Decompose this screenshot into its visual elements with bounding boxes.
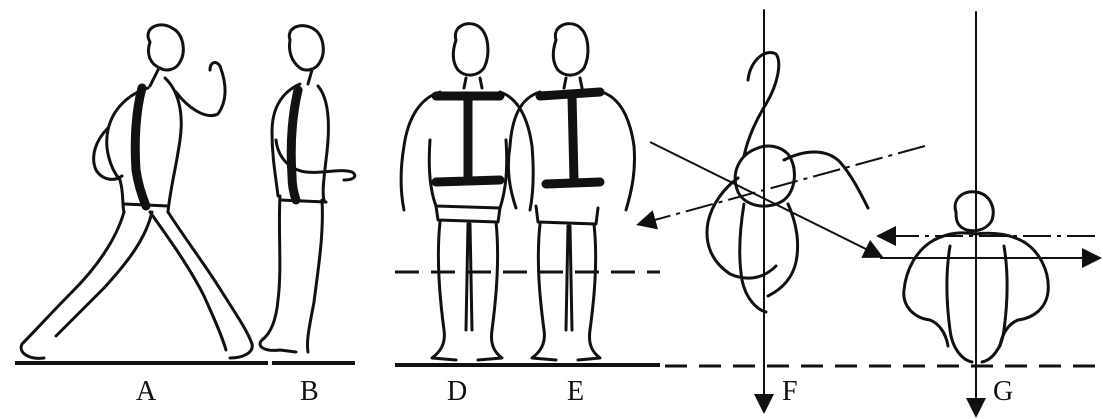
label-a: A [136, 378, 156, 406]
figure-b-standing [260, 26, 355, 352]
label-g: G [993, 378, 1013, 406]
label-d: D [447, 378, 467, 406]
figure-e-front [508, 24, 634, 360]
label-e: E [567, 378, 584, 406]
label-f: F [782, 378, 798, 406]
label-b: B [300, 378, 319, 406]
figure-d-front [401, 24, 533, 360]
figure-a-walking [21, 25, 252, 358]
figure-g-top-view [904, 12, 1048, 414]
